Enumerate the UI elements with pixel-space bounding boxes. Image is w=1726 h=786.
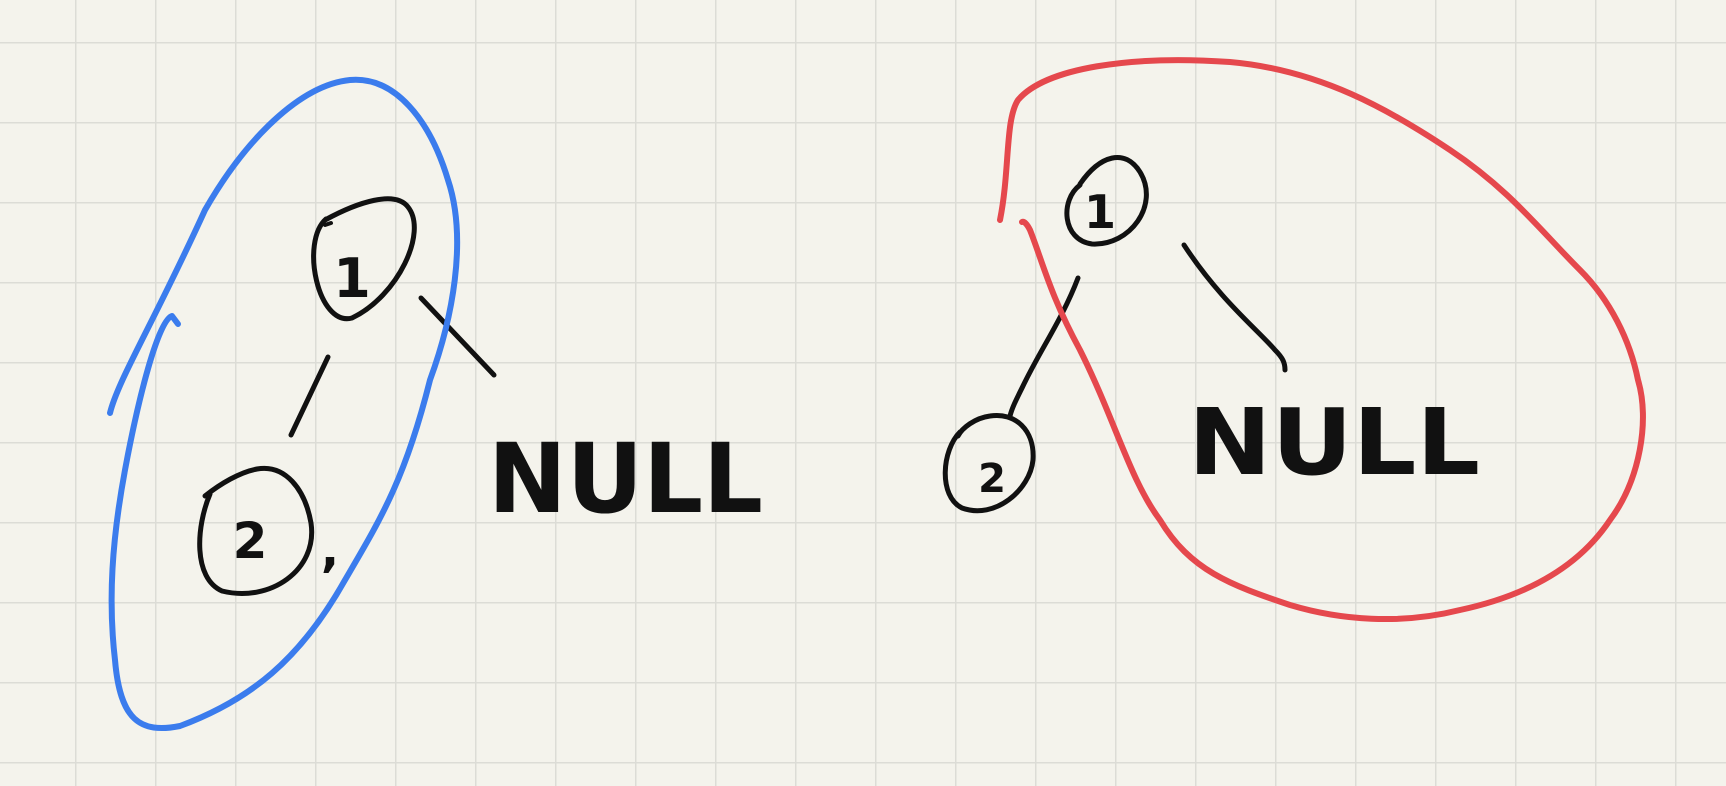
left-edge-root-to-node2 [288,354,331,438]
left-node2-circle [197,465,315,596]
left-separator-comma: , [321,522,339,578]
left-root-node-tick [323,221,333,227]
left-highlight-loop [107,76,461,732]
left-tree: 1 2 , NULL [107,76,763,732]
right-node2-label: 2 [978,456,1006,502]
right-edge-root-to-null [1181,242,1288,373]
left-node2-label: 2 [233,512,268,570]
right-highlight-loop [997,57,1646,623]
left-root-node-circle [311,196,417,321]
right-edge-root-to-node2 [1007,275,1081,419]
left-root-node-label: 1 [333,247,371,310]
right-root-node-label: 1 [1084,185,1116,239]
right-node2-circle [942,412,1036,514]
right-root-node-circle [1064,155,1149,247]
right-null-label: NULL [1188,389,1480,496]
right-tree: 1 2 NULL [942,57,1646,623]
left-edge-root-to-null [418,295,497,378]
left-null-label: NULL [488,423,763,535]
